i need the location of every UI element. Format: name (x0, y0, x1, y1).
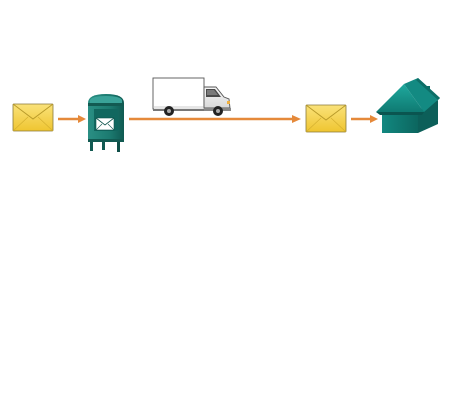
arrow-envelope-to-house (351, 115, 378, 123)
mailbox-icon (88, 94, 124, 152)
arrow-envelope-to-mailbox (58, 115, 86, 123)
house-icon (376, 78, 440, 133)
delivery-truck-icon (152, 77, 231, 116)
envelope-icon (305, 104, 347, 133)
envelope-icon (12, 103, 54, 132)
arrow-mailbox-to-envelope (129, 115, 301, 123)
